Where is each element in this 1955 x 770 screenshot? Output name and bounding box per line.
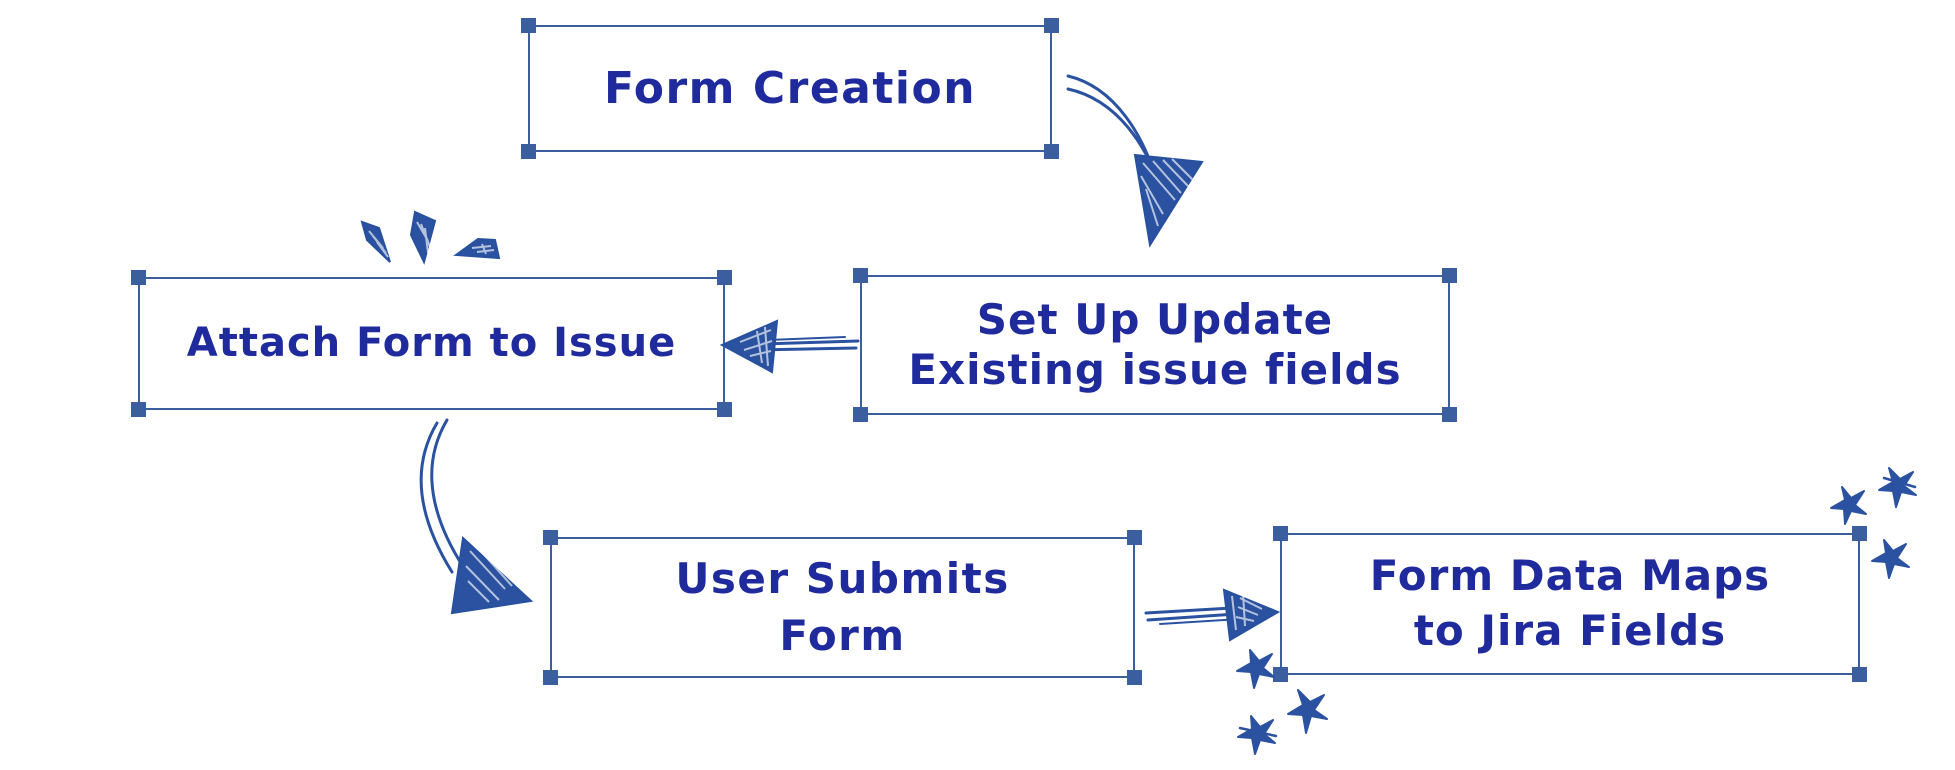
edge-form-creation-to-set-up-update-icon[interactable] — [1066, 74, 1204, 248]
resize-handle-bottom-right[interactable] — [1442, 407, 1457, 422]
resize-handle-top-left[interactable] — [853, 268, 868, 283]
resize-handle-bottom-left[interactable] — [1273, 667, 1288, 682]
resize-handle-bottom-right[interactable] — [1044, 144, 1059, 159]
node-label-set-up-update: Set Up Update Existing issue fields — [908, 295, 1402, 394]
node-form-data-maps-to-jira-fields[interactable]: Form Data Maps to Jira Fields — [1273, 526, 1867, 682]
resize-handle-bottom-left[interactable] — [543, 670, 558, 685]
resize-handle-bottom-right[interactable] — [1127, 670, 1142, 685]
node-attach-form-to-issue[interactable]: Attach Form to Issue — [131, 270, 732, 417]
resize-handle-top-right[interactable] — [1852, 526, 1867, 541]
node-label-form-data-maps: Form Data Maps to Jira Fields — [1369, 551, 1771, 655]
resize-handle-top-right[interactable] — [1044, 18, 1059, 33]
resize-handle-bottom-right[interactable] — [717, 402, 732, 417]
resize-handle-top-left[interactable] — [1273, 526, 1288, 541]
resize-handle-top-right[interactable] — [717, 270, 732, 285]
node-form-creation[interactable]: Form Creation — [521, 18, 1059, 159]
resize-handle-top-left[interactable] — [131, 270, 146, 285]
resize-handle-bottom-left[interactable] — [131, 402, 146, 417]
edge-set-up-update-to-attach-form-icon[interactable] — [719, 319, 860, 374]
node-label-form-creation: Form Creation — [603, 62, 977, 114]
node-set-up-update[interactable]: Set Up Update Existing issue fields — [853, 268, 1457, 422]
resize-handle-top-left[interactable] — [543, 530, 558, 545]
resize-handle-top-left[interactable] — [521, 18, 536, 33]
resize-handle-bottom-right[interactable] — [1852, 667, 1867, 682]
node-user-submits-form[interactable]: User Submits Form — [543, 530, 1142, 685]
edge-attach-form-to-user-submits-icon[interactable] — [419, 418, 534, 615]
node-label-user-submits: User Submits Form — [675, 553, 1010, 660]
resize-handle-bottom-left[interactable] — [853, 407, 868, 422]
edge-user-submits-to-form-data-maps-icon[interactable] — [1144, 588, 1281, 642]
resize-handle-top-right[interactable] — [1442, 268, 1457, 283]
resize-handle-bottom-left[interactable] — [521, 144, 536, 159]
emphasis-wedges-icon — [360, 210, 501, 265]
node-label-attach-form: Attach Form to Issue — [186, 319, 677, 366]
resize-handle-top-right[interactable] — [1127, 530, 1142, 545]
